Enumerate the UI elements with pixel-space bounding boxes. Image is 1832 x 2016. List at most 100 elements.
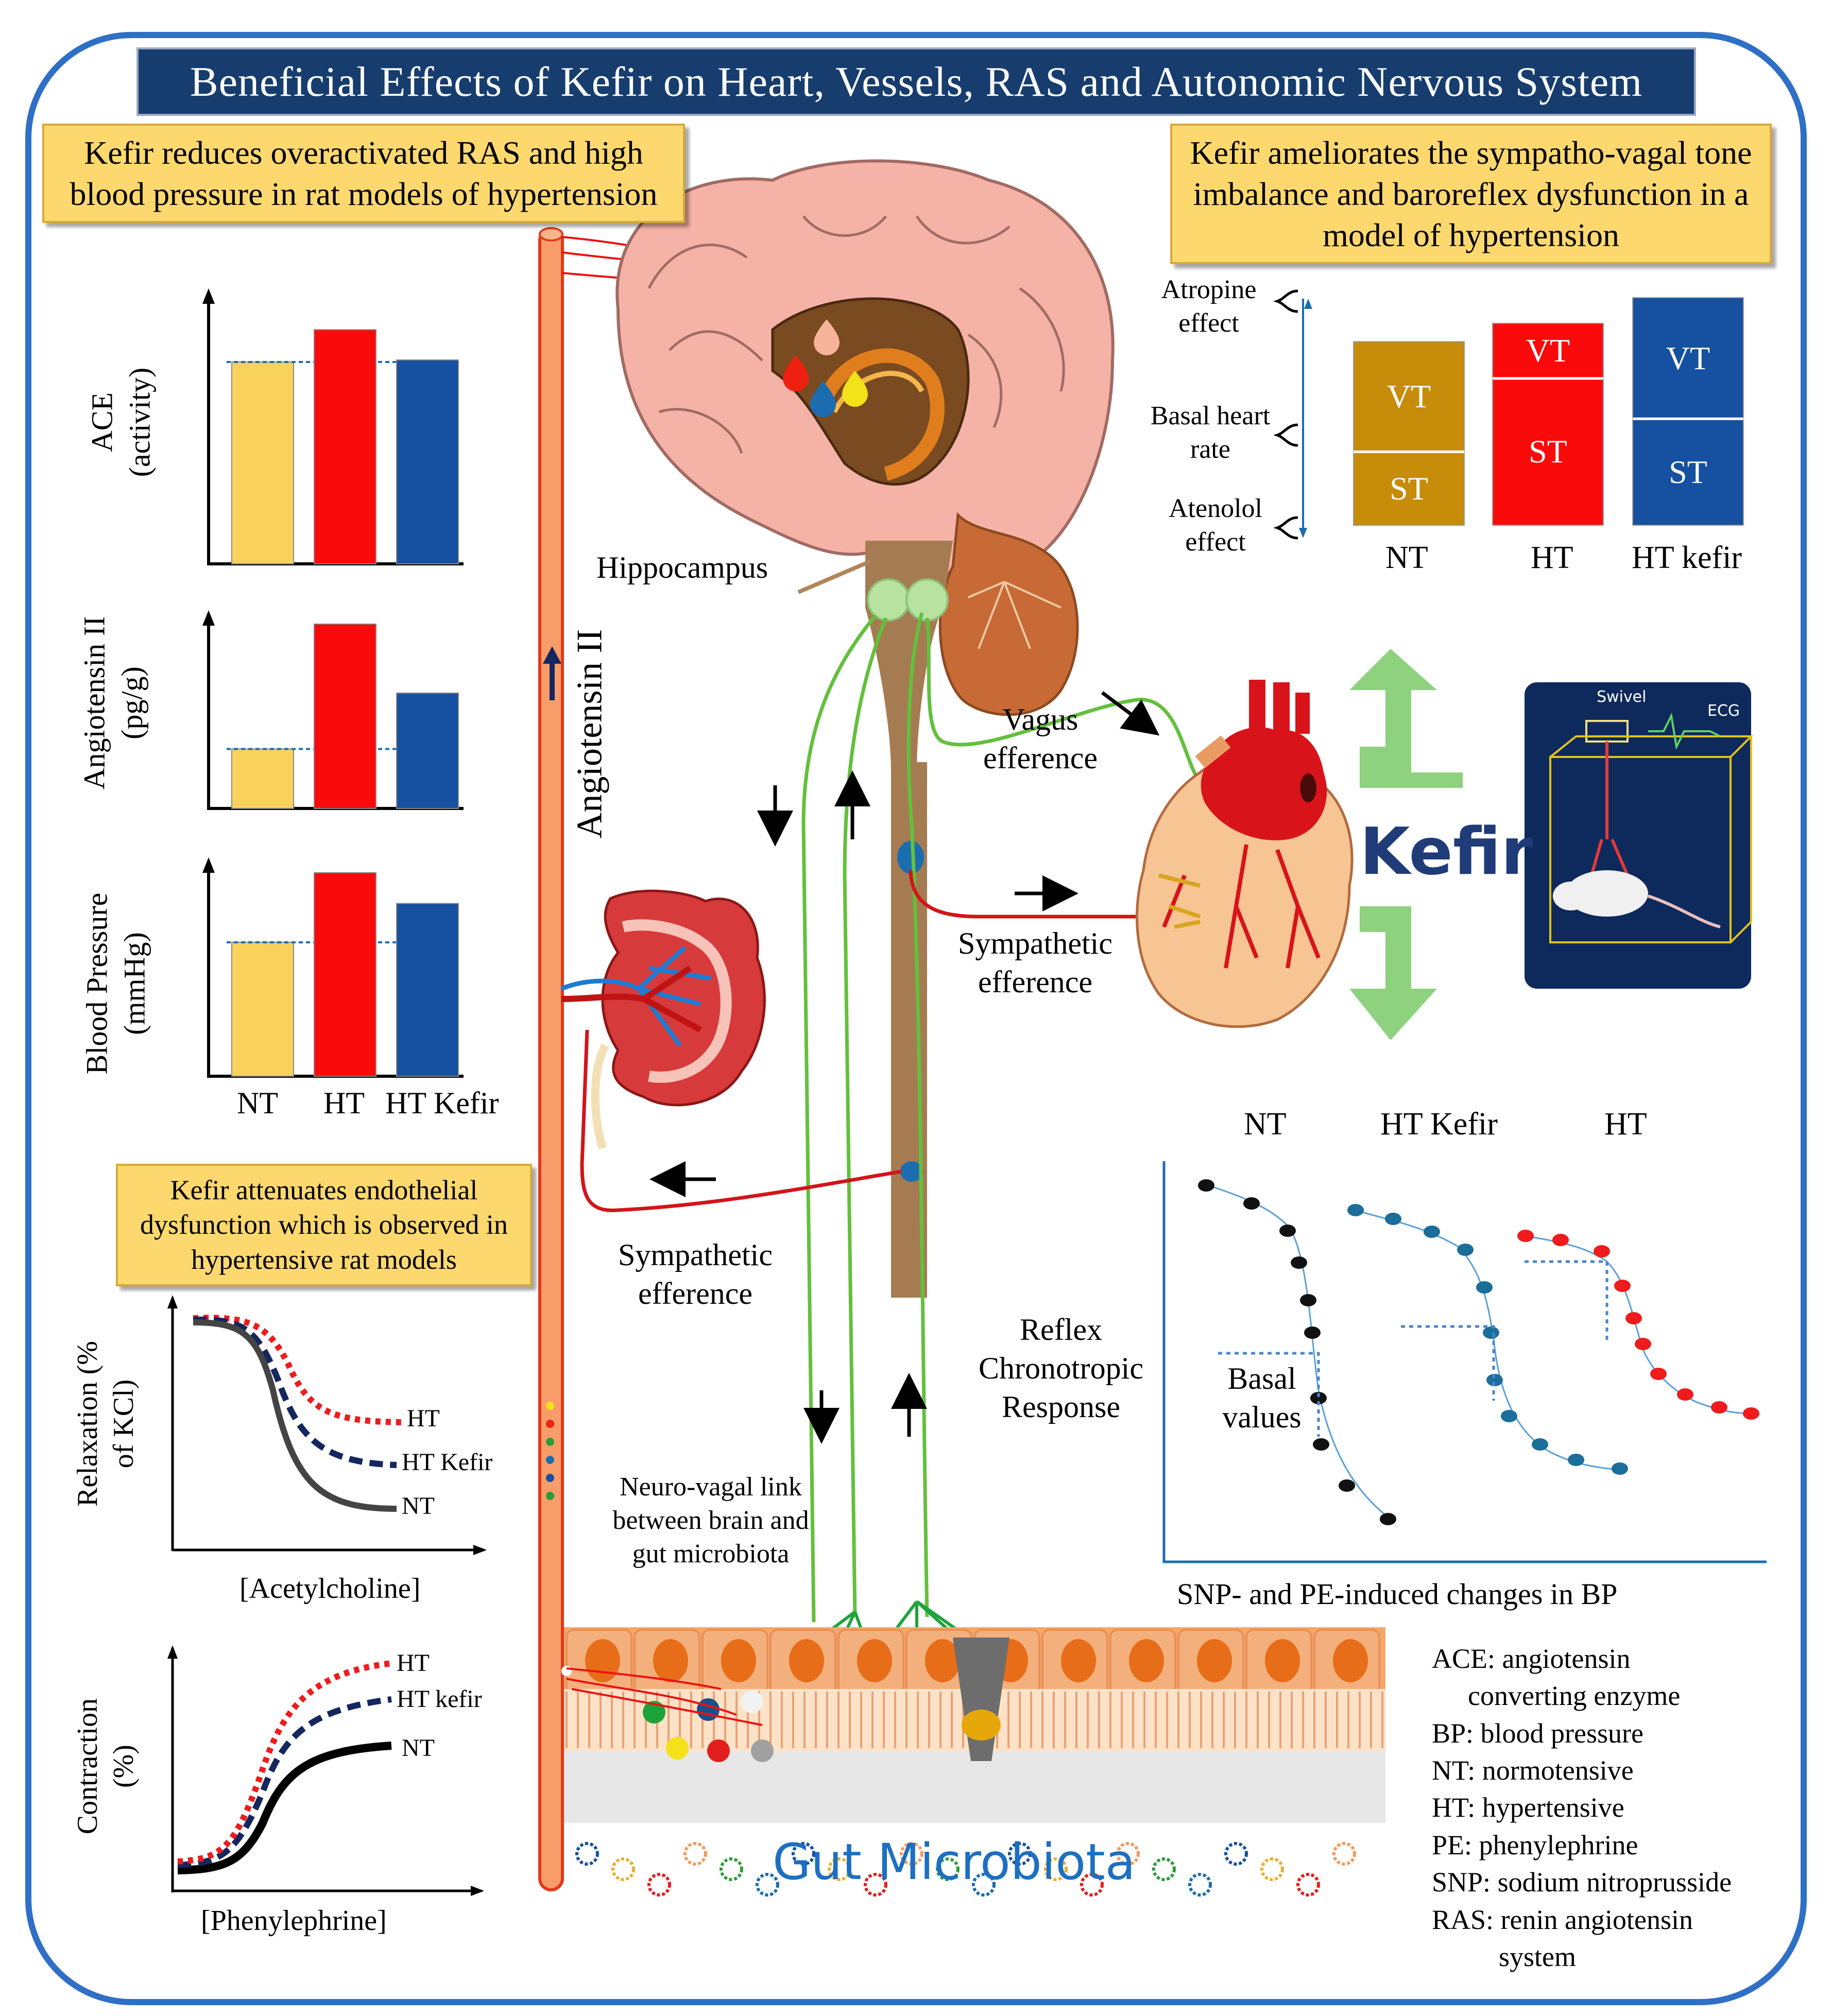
gut-epithelium [561,1627,1385,1897]
bar-ht [314,329,376,564]
atropine-brace [1273,289,1298,313]
direction-arrows [649,691,1160,1444]
contr-legend-htkefir: HT kefir [397,1685,482,1713]
sympathovagal-summary-box: Kefir ameliorates the sympatho-vagal ton… [1170,124,1772,264]
basal-brace [1273,423,1298,447]
nt-baro-points [1198,1179,1396,1525]
bar-label-ht: HT [323,1086,365,1120]
contr-htkefir-curve [177,1696,392,1868]
svt-bar-nt [1353,341,1465,526]
basal-hr-label: Basal heart rate [1150,401,1271,464]
sympathetic-efference-heart-label: Sympathetic efference [958,926,1112,999]
nt-baro-curve [1205,1183,1391,1520]
relax-legend-ht: HT [407,1405,440,1432]
atropine-label: Atropine effect [1161,275,1257,338]
kefir-label: Kefir [1360,814,1533,889]
legend-ras-cont: system [1499,1941,1577,1972]
st-label: ST [1669,453,1707,490]
swivel-label: Swivel [1597,688,1647,706]
vt-label: VT [1666,339,1710,376]
rat-telemetry [1525,682,1754,989]
ace-axis-label: ACE (activity) [85,367,157,477]
st-label: ST [1529,433,1567,470]
contraction-chart [167,1645,484,1896]
contr-ht-curve [177,1660,392,1865]
svt-label-ht: HT [1531,540,1573,575]
svt-bar-ht [1492,322,1604,526]
brain [615,159,1115,1298]
svt-label-nt: NT [1385,540,1428,575]
bar-ht [314,872,376,1077]
contr-legend-nt: NT [402,1734,435,1762]
legend-ras: RAS: renin angiotensin [1432,1904,1693,1935]
gut-microbiota-label: Gut Microbiota [773,1833,1136,1891]
hippocampus-label: Hippocampus [596,550,768,584]
basal-values-label: Basal values [1222,1362,1302,1434]
kidney [560,889,766,1150]
microbiota [575,1842,1356,1897]
relax-ht-curve [193,1315,402,1425]
legend-ace: ACE: angiotensin [1432,1643,1631,1674]
phenylephrine-label: [Phenylephrine] [201,1905,387,1937]
sympathetic-nerves [580,870,1195,1212]
bar-ht [314,623,376,809]
angiotensin-chart [202,610,464,810]
baro-label-nt: NT [1244,1107,1287,1142]
relax-nt-curve [193,1319,397,1512]
svt-bar-ht-kefir [1632,297,1744,526]
legend-ht: HT: hypertensive [1432,1792,1624,1823]
ace-chart [202,288,464,565]
relaxation-chart [167,1295,487,1555]
vt-label: VT [1526,332,1570,369]
legend-snp: SNP: sodium nitroprusside [1432,1867,1732,1898]
legend-ace-cont: converting enzyme [1468,1680,1681,1712]
bar-label-nt: NT [237,1086,278,1120]
basal-lines [1218,1260,1608,1437]
bar-nt [231,941,294,1077]
bar-nt [231,361,294,564]
bp-chart [202,857,464,1078]
snp-pe-label: SNP- and PE-induced changes in BP [1177,1577,1618,1611]
relax-legend-htkefir: HT Kefir [402,1449,493,1476]
angiotensin-vessel-label: Angiotensin II [570,629,610,839]
neurovagal-link-label: Neuro-vagal link between brain and gut m… [612,1472,809,1569]
endothelial-summary-box: Kefir attenuates endothelial dysfunction… [116,1164,532,1286]
atenolol-label: Atenolol effect [1169,494,1262,557]
relaxation-axis-label: Relaxation (% of KCl) [72,1341,140,1507]
baroreflex-chart [1162,1161,1767,1563]
abbreviation-legend: ACE: angiotensin converting enzyme BP: b… [1432,1640,1732,1975]
legend-nt: NT: normotensive [1432,1755,1634,1786]
contr-nt-curve [177,1742,392,1874]
ecg-label: ECG [1707,702,1740,720]
st-label: ST [1390,470,1428,507]
baro-label-ht: HT [1604,1107,1647,1142]
ht-baro-points [1517,1230,1759,1420]
bar-label-ht-kefir: HT Kefir [385,1086,499,1120]
relax-legend-nt: NT [402,1492,435,1520]
angiotensin-axis-label: Angiotensin II (pg/g) [77,616,149,790]
htkefir-baro-points [1347,1204,1628,1475]
atenolol-brace [1273,516,1298,540]
kefir-arrows [1349,649,1463,1040]
bar-nt [231,748,294,809]
legend-bp: BP: blood pressure [1432,1717,1643,1749]
legend-pe: PE: phenylephrine [1432,1829,1638,1860]
page-title: Beneficial Effects of Kefir on Heart, Ve… [136,47,1696,116]
bar-ht-kefir [396,903,459,1077]
svt-label-htkefir: HT kefir [1632,540,1742,575]
sympathovagal-chart [1273,289,1744,540]
baro-label-htkefir: HT Kefir [1380,1107,1498,1142]
outer-frame [25,32,1807,2005]
ras-summary-box: Kefir reduces overactivated RAS and high… [42,124,685,223]
heart [1136,680,1354,1028]
contraction-axis-label: Contraction (%) [72,1698,140,1835]
acetylcholine-label: [Acetylcholine] [239,1573,421,1605]
bar-ht-kefir [396,692,459,809]
reflex-response-label: Reflex Chronotropic Response [979,1313,1143,1424]
contr-legend-ht: HT [397,1649,430,1677]
relax-htkefir-curve [193,1316,397,1468]
vagus-efference-label: Vagus efference [983,702,1098,775]
bar-ht-kefir [396,359,459,564]
vt-label: VT [1386,378,1431,415]
